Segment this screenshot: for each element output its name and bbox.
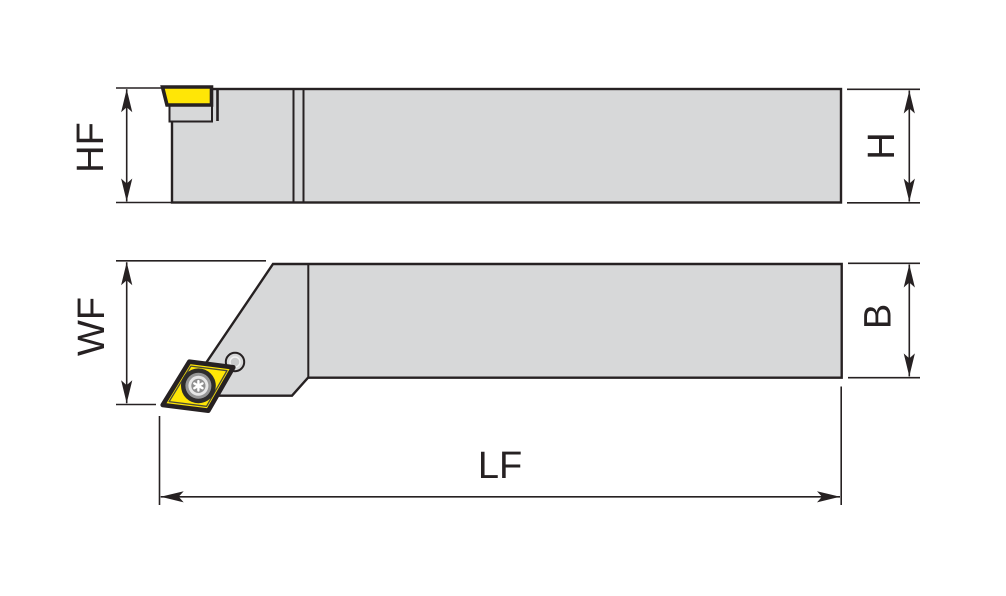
dimension-label-hf: HF	[70, 122, 112, 173]
dimension-lf: LF	[158, 386, 843, 505]
dimension-hf: HF	[70, 87, 172, 204]
clamp-screw	[181, 368, 216, 404]
side-view	[160, 85, 843, 204]
screw-torx-socket	[193, 379, 204, 392]
side-view-shank-body	[170, 87, 843, 204]
top-view-body	[202, 262, 843, 397]
dimension-label-b: B	[858, 304, 900, 329]
side-view-insert	[160, 85, 214, 107]
side-view-insert-shim	[168, 103, 213, 123]
dimension-b: B	[848, 262, 920, 379]
top-view	[160, 262, 843, 414]
dimension-label-wf: WF	[71, 297, 113, 356]
dimension-label-h: H	[861, 132, 903, 159]
dimension-label-lf: LF	[478, 445, 522, 487]
dimension-wf: WF	[71, 259, 266, 406]
dimension-h: H	[847, 88, 920, 204]
